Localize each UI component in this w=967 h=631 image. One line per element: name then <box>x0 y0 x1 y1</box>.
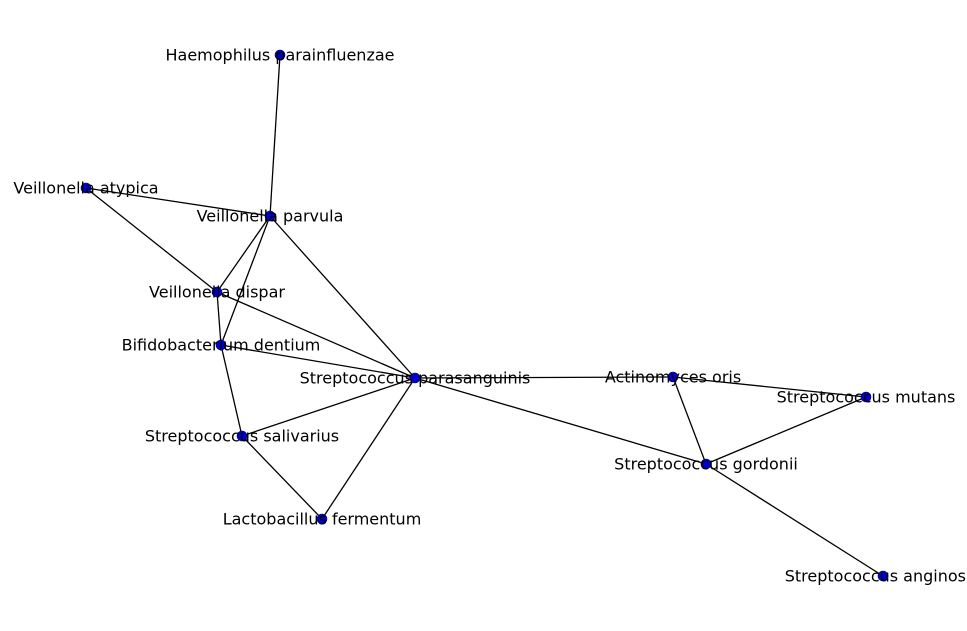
node-label-ss: Streptococcus salivarius <box>145 427 339 446</box>
node-sp[interactable] <box>409 372 421 384</box>
node-label-hp: Haemophilus parainfluenzae <box>166 46 395 65</box>
edge-bd-ss <box>220 344 243 437</box>
edge-vp-vd <box>216 215 271 293</box>
node-label-lf: Lactobacillus fermentum <box>223 510 422 529</box>
edge-va-vp <box>85 187 271 217</box>
node-vp[interactable] <box>264 210 276 222</box>
node-label-vd: Veillonella dispar <box>149 283 285 302</box>
edge-vd-bd <box>216 291 222 346</box>
node-sm[interactable] <box>860 391 872 403</box>
node-sg[interactable] <box>700 458 712 470</box>
node-label-sp: Streptococcus parasanguinis <box>300 369 531 388</box>
node-label-sg: Streptococcus gordonii <box>614 455 798 474</box>
edge-sg-sa <box>705 463 884 577</box>
node-label-va: Veillonella atypica <box>13 179 158 198</box>
node-ss[interactable] <box>236 430 248 442</box>
node-label-vp: Veillonella parvula <box>197 207 344 226</box>
edge-sp-sg <box>414 377 707 465</box>
edge-ss-lf <box>241 435 323 520</box>
node-bd[interactable] <box>215 339 227 351</box>
node-label-sm: Streptococcus mutans <box>777 388 956 407</box>
edge-bd-sp <box>220 344 416 379</box>
node-sa[interactable] <box>877 570 889 582</box>
node-label-bd: Bifidobacterium dentium <box>122 336 321 355</box>
node-label-sa: Streptococcus anginos <box>785 567 966 586</box>
edge-sm-sg <box>705 396 867 465</box>
node-label-ao: Actinomyces oris <box>605 368 741 387</box>
nodes-layer <box>80 49 889 582</box>
edge-vd-sp <box>216 291 416 379</box>
edge-hp-vp <box>269 54 281 217</box>
edge-lf-sp <box>321 377 416 520</box>
edge-vp-bd <box>220 215 271 346</box>
node-hp[interactable] <box>274 49 286 61</box>
edges-layer <box>85 54 884 577</box>
edge-ss-sp <box>241 377 416 437</box>
edge-sp-ao <box>414 376 674 379</box>
edge-va-vd <box>85 187 218 293</box>
node-va[interactable] <box>80 182 92 194</box>
edge-ao-sg <box>672 376 707 465</box>
edge-ao-sm <box>672 376 867 398</box>
node-vd[interactable] <box>211 286 223 298</box>
edge-vp-sp <box>269 215 416 379</box>
node-lf[interactable] <box>316 513 328 525</box>
node-ao[interactable] <box>667 371 679 383</box>
